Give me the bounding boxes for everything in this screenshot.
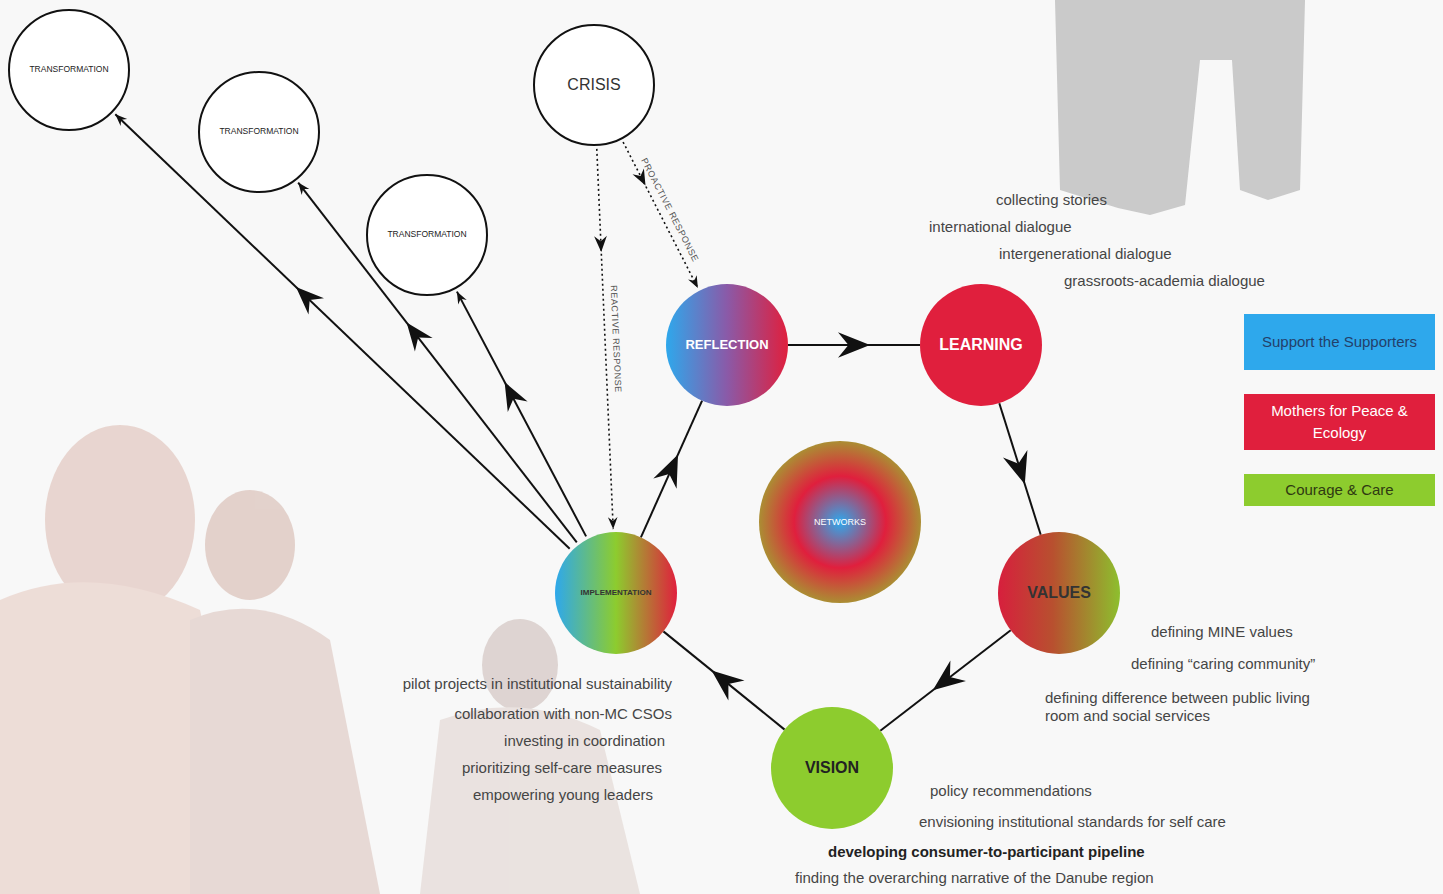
arrowhead [505,382,528,412]
arrowhead [712,670,745,700]
arrowhead [594,236,607,252]
node-label: CRISIS [567,76,620,94]
arrowhead [296,287,324,314]
annotation-text: investing in coordination [504,732,665,750]
annotation-text: collaboration with non-MC CSOs [454,705,672,723]
arrowhead [608,517,618,529]
arrowhead [933,661,966,691]
connector-line [623,142,698,288]
networks-circle: NETWORKS [759,441,921,603]
node-label: LEARNING [939,336,1023,354]
arrowhead [838,332,870,358]
connector-line [999,403,1040,535]
node-label: VALUES [1027,584,1091,602]
values-circle: VALUES [998,532,1120,654]
node-label: NETWORKS [814,517,866,527]
annotation-text: international dialogue [929,218,1072,236]
edge-label: REACTIVE RESPONSE [609,284,624,392]
crisis-circle: CRISIS [533,24,655,146]
arrow-connector [457,292,586,537]
arrow-connector [115,114,569,549]
annotation-text: policy recommendations [930,782,1092,800]
legend-text: Mothers for Peace & Ecology [1254,400,1425,445]
arrowhead [298,183,309,195]
reflection-circle: REFLECTION [666,284,788,406]
arrow-connector [999,403,1040,535]
people-photo [0,425,640,894]
node-label: TRANSFORMATION [387,230,466,240]
arrow-connector [788,332,920,358]
legend-text: Support the Supporters [1262,331,1417,354]
vision-circle: VISION [771,707,893,829]
standing-figure-silhouette [1055,0,1305,215]
annotation-text: envisioning institutional standards for … [919,813,1226,831]
annotation-text: pilot projects in institutional sustaina… [403,675,672,693]
annotation-text: empowering young leaders [473,786,653,804]
arrow-connector [880,630,1010,731]
learning-circle: LEARNING [920,284,1042,406]
connector-line [641,401,702,538]
annotation-text: finding the overarching narrative of the… [795,869,1154,887]
annotation-text: defining “caring community” [1131,655,1315,673]
node-label: REFLECTION [685,338,768,353]
legend-swatch: Mothers for Peace & Ecology [1244,394,1435,450]
arrowhead [407,323,433,352]
connector-line [880,630,1010,731]
arrowhead [653,454,678,488]
annotation-text: grassroots-academia dialogue [1064,272,1265,290]
dotted-connector [623,142,698,288]
arrow-connector [663,631,784,729]
transformation-circle: TRANSFORMATION [198,71,320,193]
arrow-connector [298,183,577,543]
arrowhead [457,292,467,305]
connector-line [298,183,577,543]
annotation-text: defining MINE values [1151,623,1293,641]
legend-swatch: Support the Supporters [1244,314,1435,370]
annotation-text: defining difference between public livin… [1045,689,1345,725]
connector-line [115,114,569,549]
connector-line [663,631,784,729]
node-label: TRANSFORMATION [29,65,108,75]
arrowhead [115,114,127,126]
edge-label: PROACTIVE RESPONSE [640,156,701,263]
legend-swatch: Courage & Care [1244,474,1435,506]
arrow-connector [641,401,702,538]
connector-line [457,292,586,537]
node-label: VISION [805,759,859,777]
implementation-circle: IMPLEMENTATION [555,532,677,654]
annotation-text: prioritizing self-care measures [462,759,662,777]
arrowhead [688,275,698,288]
transformation-circle: TRANSFORMATION [8,9,130,131]
transformation-circle: TRANSFORMATION [366,174,488,296]
annotation-text: intergenerational dialogue [999,245,1172,263]
annotation-text: collecting stories [996,191,1107,209]
annotation-text: developing consumer-to-participant pipel… [828,843,1145,861]
arrowhead [1003,450,1027,484]
node-label: TRANSFORMATION [219,127,298,137]
node-label: IMPLEMENTATION [581,588,652,597]
legend-text: Courage & Care [1285,479,1393,502]
